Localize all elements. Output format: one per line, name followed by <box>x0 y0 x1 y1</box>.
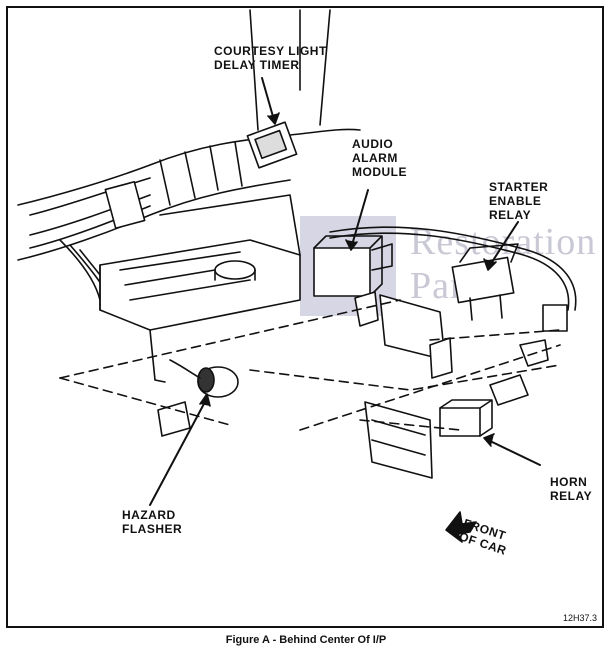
hazard-flasher <box>169 359 239 398</box>
mounting-bracket <box>99 194 301 383</box>
leader-arrows <box>149 77 541 506</box>
figure-caption: Figure A - Behind Center Of I/P <box>225 634 387 646</box>
harness-connector <box>104 180 146 230</box>
audio-alarm-module-label: AUDIO ALARM MODULE <box>352 137 407 179</box>
starter-enable-relay <box>451 243 519 321</box>
courtesy-light-delay-timer-label: COURTESY LIGHT DELAY TIMER <box>214 44 327 72</box>
figure-code: 12H37.3 <box>563 613 598 623</box>
horn-relay-bracket <box>364 401 433 479</box>
hazard-flasher-label: HAZARD FLASHER <box>122 508 183 536</box>
relay-bracket <box>354 291 453 379</box>
right-connector <box>542 304 568 332</box>
courtesy-timer-connector <box>246 121 298 169</box>
relay-harness <box>329 226 577 311</box>
watermark-line1: Restoration <box>410 221 597 263</box>
horn-relay <box>439 399 493 437</box>
horn-relay-label: HORN RELAY <box>550 475 593 503</box>
diagram-frame <box>6 6 604 628</box>
front-of-car-arrow <box>445 511 477 543</box>
mounting-guide-lines <box>59 299 561 431</box>
audio-alarm-module <box>313 235 393 297</box>
clip-lower-right <box>489 374 529 406</box>
starter-enable-relay-label: STARTER ENABLE RELAY <box>489 180 549 222</box>
